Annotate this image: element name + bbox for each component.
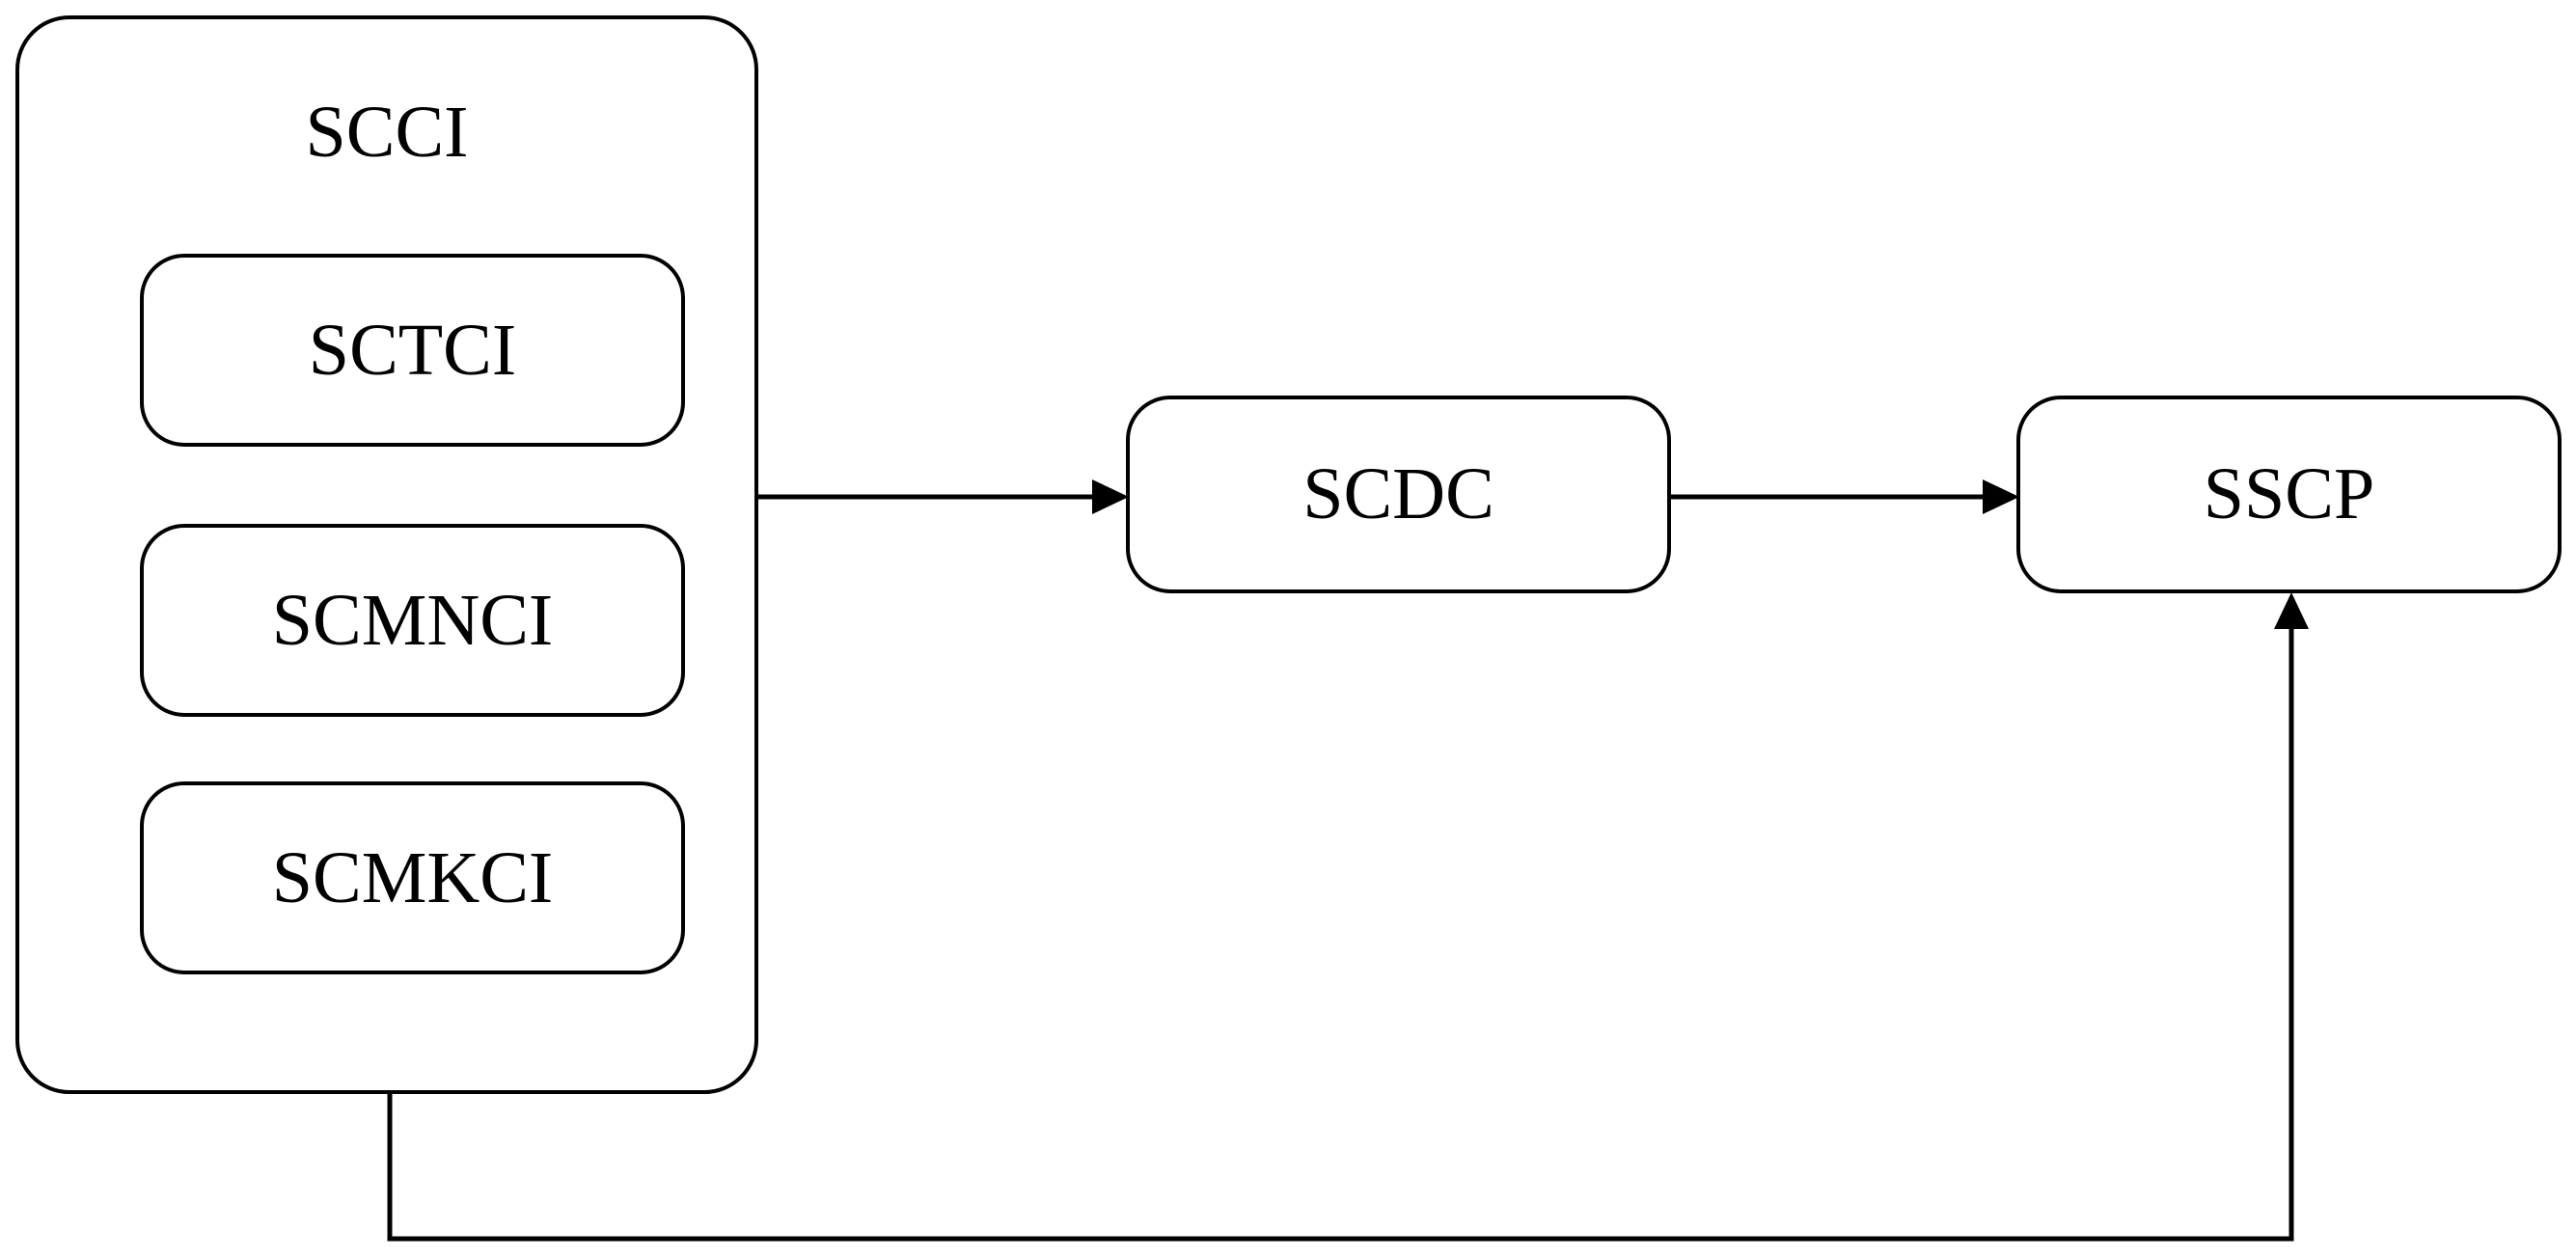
node-scci: SCCI SCTCI SCMNCI SCMKCI: [15, 15, 758, 1094]
edge-scci-to-scdc-arrowhead-icon: [1092, 479, 1129, 514]
node-sctci: SCTCI: [140, 254, 685, 447]
node-scmnci: SCMNCI: [140, 524, 685, 717]
node-scmkci-label: SCMKCI: [271, 836, 554, 918]
edge-scci-to-sscp-elbow-line: [387, 629, 2294, 1242]
node-scdc-label: SCDC: [1302, 453, 1494, 534]
edge-scci-to-sscp-arrowhead-icon: [2274, 592, 2309, 629]
node-scci-label: SCCI: [305, 92, 469, 173]
node-sscp-label: SSCP: [2203, 453, 2375, 534]
node-sscp: SSCP: [2016, 396, 2562, 593]
node-scmnci-label: SCMNCI: [271, 579, 554, 661]
edge-scdc-to-sscp-arrowhead-icon: [1983, 479, 2019, 514]
node-scmkci: SCMKCI: [140, 781, 685, 974]
node-scdc: SCDC: [1126, 396, 1671, 593]
node-sctci-label: SCTCI: [308, 309, 517, 391]
